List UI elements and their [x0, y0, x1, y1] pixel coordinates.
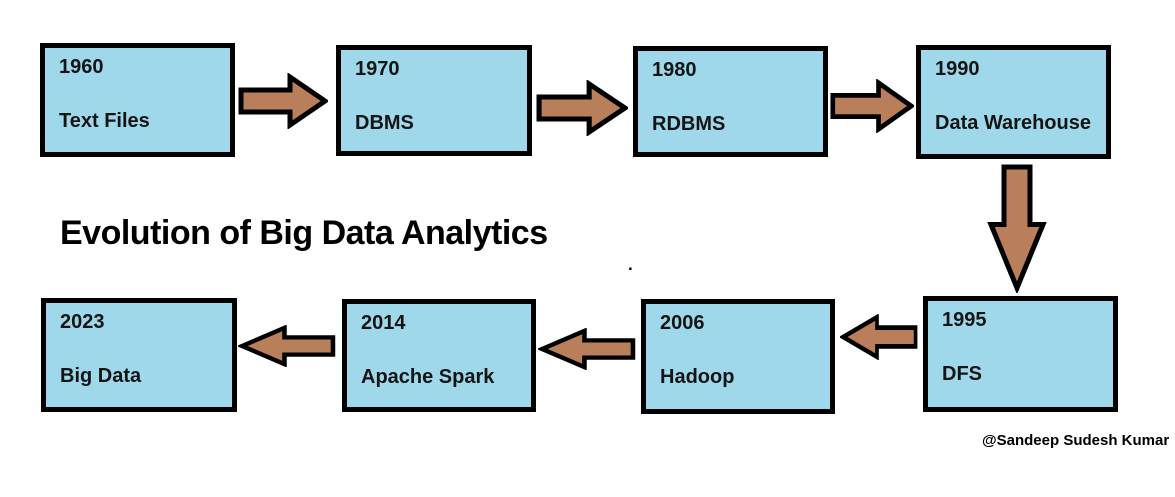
node-dbms: 1970 DBMS	[336, 45, 532, 156]
arrow-1960-to-1970-icon	[238, 73, 328, 129]
node-label: DBMS	[355, 112, 414, 134]
node-year: 1995	[942, 309, 987, 331]
author-credit: @Sandeep Sudesh Kumar	[982, 432, 1170, 449]
node-label: Hadoop	[660, 366, 735, 388]
node-year: 1960	[59, 56, 104, 78]
arrow-1995-to-2006-icon	[840, 314, 918, 360]
arrow-2006-to-2014-icon	[538, 328, 636, 370]
node-text-files: 1960 Text Files	[40, 43, 235, 157]
node-label: RDBMS	[652, 113, 726, 135]
arrow-2014-to-2023-icon	[238, 325, 336, 367]
node-data-warehouse: 1990 Data Warehouse	[916, 45, 1111, 159]
node-year: 1970	[355, 58, 400, 80]
node-label: Big Data	[60, 365, 142, 387]
arrow-1970-to-1980-icon	[536, 80, 628, 136]
node-dfs: 1995 DFS	[923, 296, 1118, 412]
node-rdbms: 1980 RDBMS	[633, 46, 828, 157]
node-label: Apache Spark	[361, 366, 495, 388]
arrow-1990-to-1995-icon	[987, 164, 1047, 293]
stray-dot: .	[628, 255, 633, 274]
node-year: 2014	[361, 312, 406, 334]
node-label: Text Files	[59, 110, 150, 132]
node-big-data: 2023 Big Data	[41, 298, 237, 412]
arrow-1980-to-1990-icon	[830, 79, 914, 133]
node-year: 1990	[935, 58, 980, 80]
node-hadoop: 2006 Hadoop	[641, 299, 835, 414]
node-year: 1980	[652, 59, 697, 81]
node-year: 2023	[60, 311, 105, 333]
node-label: DFS	[942, 363, 982, 385]
node-label: Data Warehouse	[935, 112, 1091, 134]
diagram-title: Evolution of Big Data Analytics	[60, 214, 548, 252]
node-apache-spark: 2014 Apache Spark	[342, 299, 536, 412]
node-year: 2006	[660, 312, 705, 334]
